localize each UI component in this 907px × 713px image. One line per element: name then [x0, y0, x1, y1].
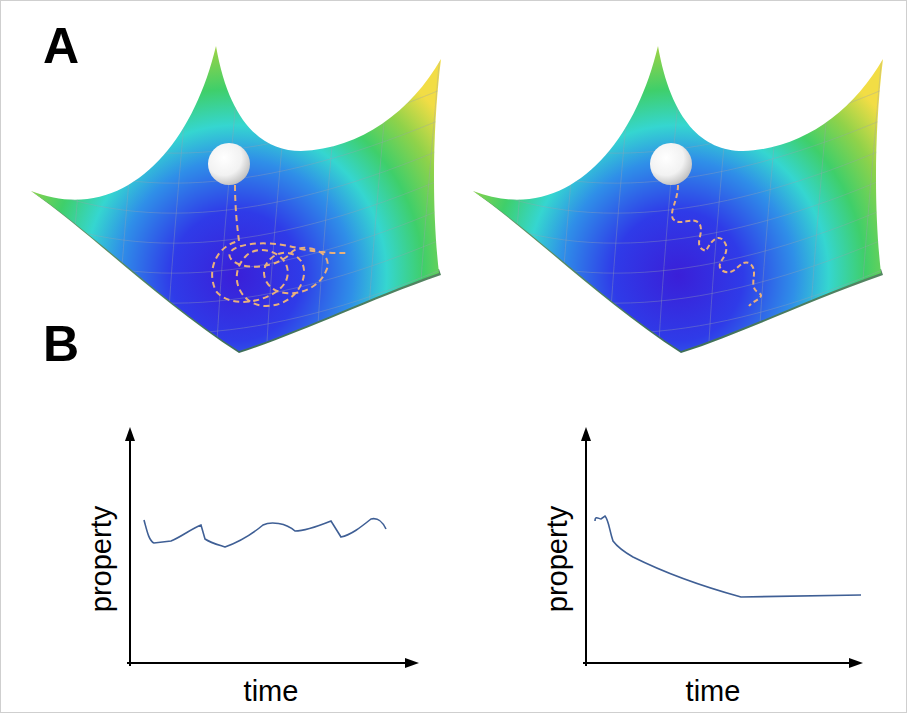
- panel-letter: B: [43, 319, 79, 369]
- axis-label: time: [244, 677, 299, 706]
- trajectory: [212, 185, 346, 306]
- ball: [650, 143, 692, 185]
- axis-label: property: [87, 506, 116, 612]
- panel-letter: A: [43, 21, 79, 71]
- energy-surface: [458, 41, 903, 363]
- axis-label: time: [686, 677, 741, 706]
- axes: [127, 437, 853, 666]
- energy-surface: [16, 41, 461, 363]
- arrowheads: [125, 427, 863, 668]
- property-curve: [595, 516, 861, 597]
- axis-label: property: [543, 506, 572, 612]
- property-curve: [144, 519, 386, 547]
- ball: [208, 143, 250, 185]
- trajectory: [672, 185, 761, 306]
